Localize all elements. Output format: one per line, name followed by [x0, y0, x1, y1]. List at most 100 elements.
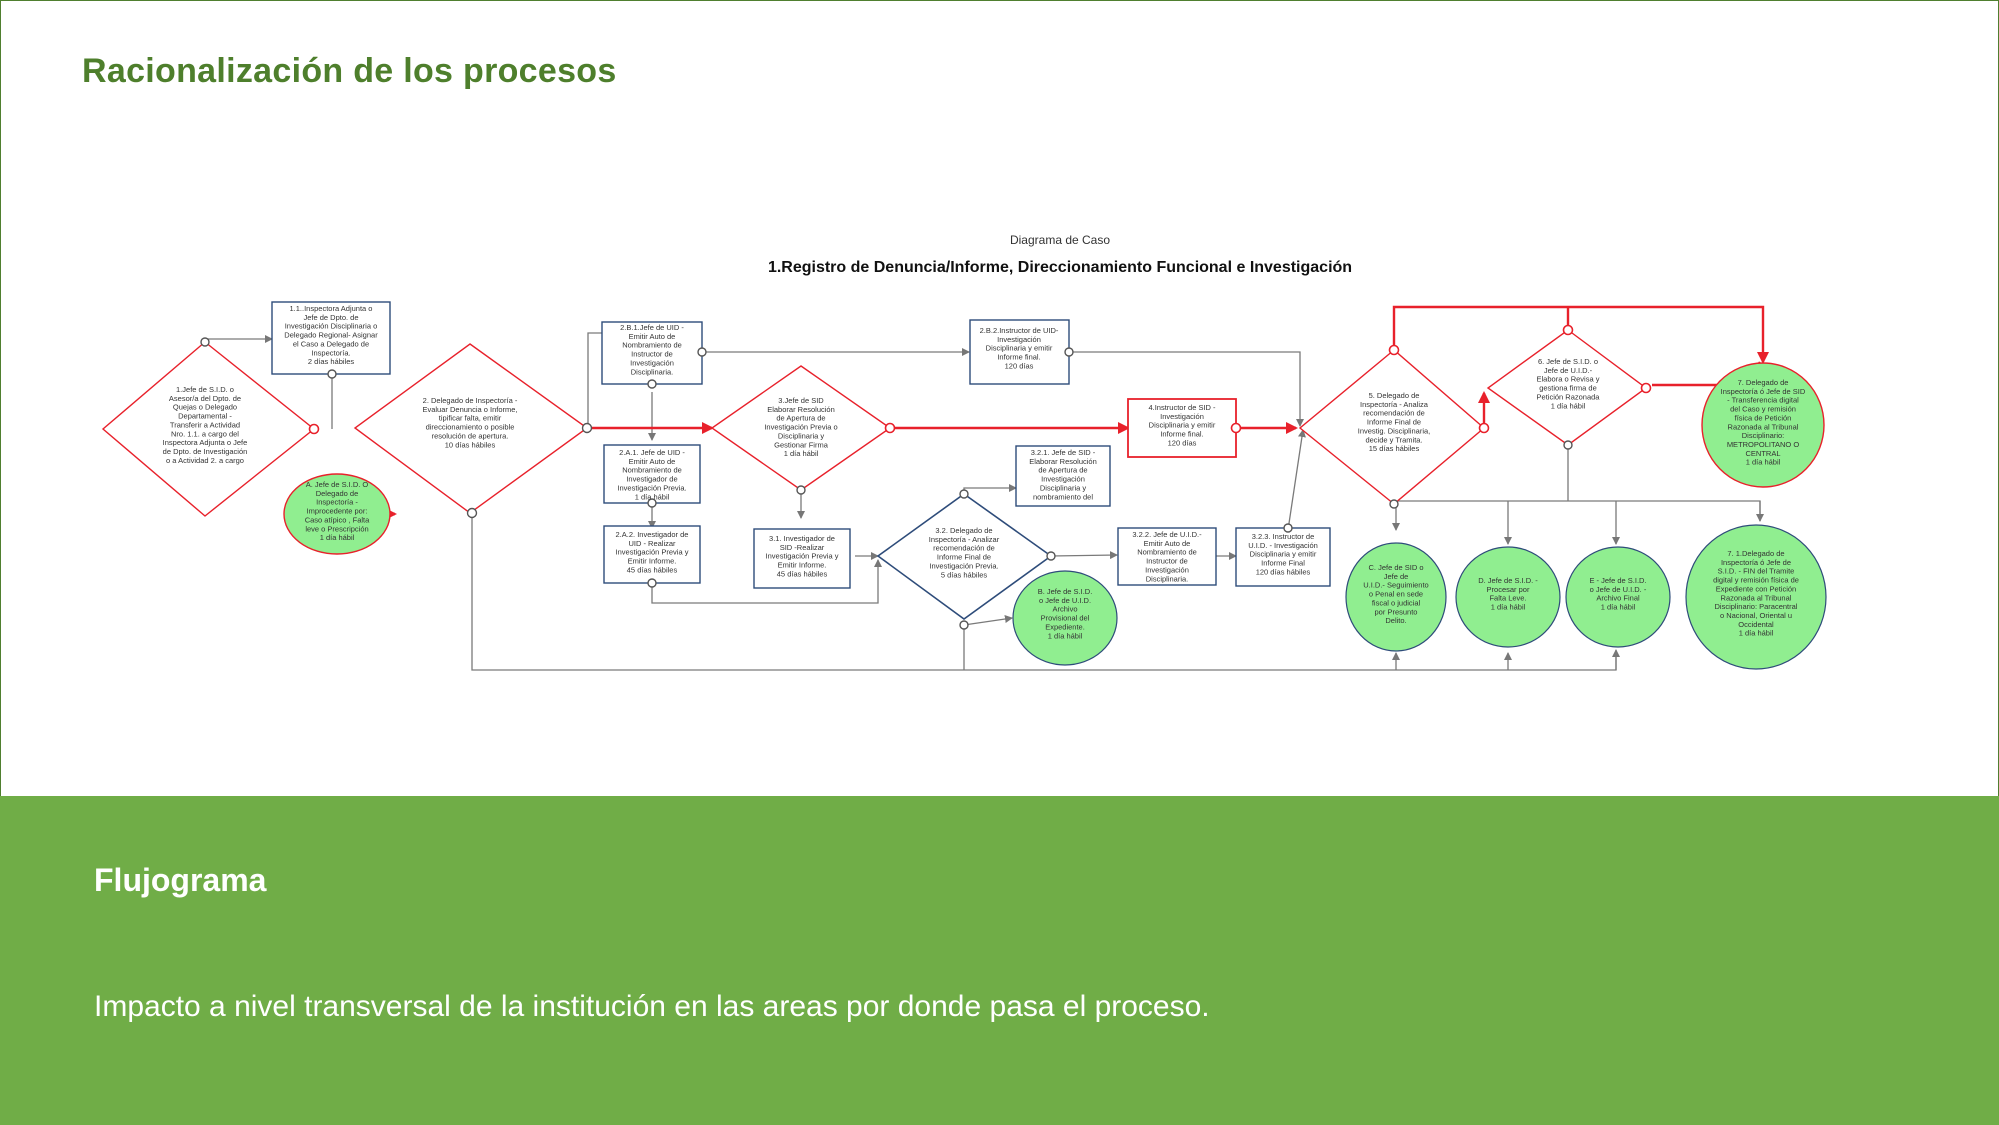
- node-text-line: 1 día hábil: [320, 533, 355, 542]
- node-text-line: nombramiento del: [1033, 492, 1093, 501]
- node-text-line: Investigación Previa.: [929, 561, 998, 570]
- node-text-line: 2.A.2. Investigador de: [616, 530, 689, 539]
- node-text-line: o Jefe de U.I.D. -: [1590, 585, 1647, 594]
- node-text-line: Investigación: [630, 358, 674, 367]
- node-text-line: 3.2. Delegado de: [935, 526, 992, 535]
- node-text-line: Nombramiento de: [622, 466, 682, 475]
- node-text-line: Inspectoría -: [316, 498, 358, 507]
- node-text-line: 1 día hábil: [784, 449, 819, 458]
- node-text-line: 2.B.2.Instructor de UID-: [980, 326, 1059, 335]
- node-text-line: C. Jefe de SID o: [1368, 563, 1423, 572]
- node-text-line: Occidental: [1738, 620, 1774, 629]
- node-text-line: Investigación: [1160, 412, 1204, 421]
- node-text-line: Expediente.: [1045, 622, 1085, 631]
- node-text-line: Jefe de U.I.D.-: [1544, 366, 1593, 375]
- node-text-line: 2 días hábiles: [308, 357, 355, 366]
- node-text-line: CENTRAL: [1745, 449, 1780, 458]
- node-text-line: decide y Tramita.: [1365, 435, 1422, 444]
- node-text-line: o Penal en sede: [1369, 590, 1423, 599]
- node-text-line: 1.Jefe de S.I.D. o: [176, 385, 234, 394]
- node-text-line: 6. Jefe de S.I.D. o: [1538, 357, 1598, 366]
- node-text-line: de Dpto. de Investigación: [163, 447, 248, 456]
- node-text-line: de Apertura de: [776, 414, 825, 423]
- node-text-line: Investigación Previa o: [764, 423, 837, 432]
- node-text-line: Jefe de Dpto. de: [303, 313, 358, 322]
- circle-b-archivo-provisional: B. Jefe de S.I.D.o Jefe de U.I.D.Archivo…: [1012, 570, 1118, 666]
- node-text-line: 5 días hábiles: [941, 570, 988, 579]
- node-text-line: resolución de apertura.: [432, 431, 509, 440]
- node-text-line: 1 día hábil: [1601, 603, 1636, 612]
- node-text-line: Investigación Previa.: [617, 483, 686, 492]
- node-text-line: 4.Instructor de SID -: [1148, 403, 1216, 412]
- node-text-line: 7. 1.Delegado de: [1727, 549, 1784, 558]
- node-text-line: 45 días hábiles: [627, 565, 678, 574]
- node-text-line: Caso atípico , Falta: [305, 515, 370, 524]
- node-b-text: B. Jefe de S.I.D.o Jefe de U.I.D.Archivo…: [1038, 587, 1093, 640]
- node-text-line: física de Petición: [1735, 413, 1792, 422]
- node-text-line: Instructor de: [1146, 557, 1188, 566]
- node-text-line: Disciplinario: Paracentral: [1715, 602, 1798, 611]
- node-text-line: Disciplinaria y emitir: [1149, 421, 1216, 430]
- node-text-line: Instructor de: [631, 350, 673, 359]
- node-text-line: 3.2.1. Jefe de SID -: [1031, 448, 1096, 457]
- node-text-line: o a Actividad 2. a cargo: [166, 456, 244, 465]
- node-text-line: Investigación: [1041, 475, 1085, 484]
- node-text-line: Nombramiento de: [622, 341, 682, 350]
- node-text-line: 1.1..Inspectora Adjunta o: [290, 304, 373, 313]
- node-text-line: Informe final.: [997, 353, 1040, 362]
- node-text-line: 3.2.3. Instructor de: [1252, 532, 1315, 541]
- node-text-line: 1 día hábil: [1491, 603, 1526, 612]
- node-text-line: SID -Realizar: [780, 543, 825, 552]
- node-text-line: direccionamiento o posible: [426, 423, 515, 432]
- node-2-text: 2. Delegado de Inspectoría -Evaluar Denu…: [422, 396, 517, 449]
- node-text-line: Disciplinaria y emitir: [1250, 550, 1317, 559]
- node-text-line: 1 día hábil: [635, 492, 670, 501]
- node-text-line: Disciplinaria y: [1040, 483, 1087, 492]
- node-text-line: Delegado de: [316, 489, 359, 498]
- node-text-line: D. Jefe de S.I.D. -: [1478, 576, 1538, 585]
- node-text-line: 2.A.1. Jefe de UID -: [619, 448, 685, 457]
- node-text-line: leve o Prescripción: [305, 524, 368, 533]
- node-text-line: Disciplinaria.: [631, 367, 674, 376]
- node-text-line: Inspectoría.: [311, 348, 350, 357]
- footer-band: [0, 796, 1999, 1125]
- node-text-line: Elaborar Resolución: [1029, 457, 1097, 466]
- node-text-line: Emitir Informe.: [778, 561, 827, 570]
- node-text-line: por Presunto: [1375, 607, 1418, 616]
- node-text-line: 2.B.1.Jefe de UID -: [620, 323, 684, 332]
- node-text-line: Elaborar Resolución: [767, 405, 835, 414]
- node-text-line: Investigador de: [626, 475, 677, 484]
- node-text-line: Expediente con Petición: [1716, 584, 1796, 593]
- node-text-line: U.I.D. - Investigación: [1248, 541, 1318, 550]
- node-text-line: Nombramiento de: [1137, 548, 1197, 557]
- node-text-line: 3.2.2. Jefe de U.I.D.-: [1132, 530, 1202, 539]
- red-junctions: [308, 324, 1652, 435]
- node-text-line: 3.Jefe de SID: [778, 396, 824, 405]
- node-text-line: Delegado Regional- Asignar: [284, 331, 378, 340]
- node-text-line: METROPOLITANO O: [1727, 440, 1800, 449]
- node-text-line: Archivo: [1052, 605, 1077, 614]
- node-text-line: digital y remisión física de: [1713, 576, 1799, 585]
